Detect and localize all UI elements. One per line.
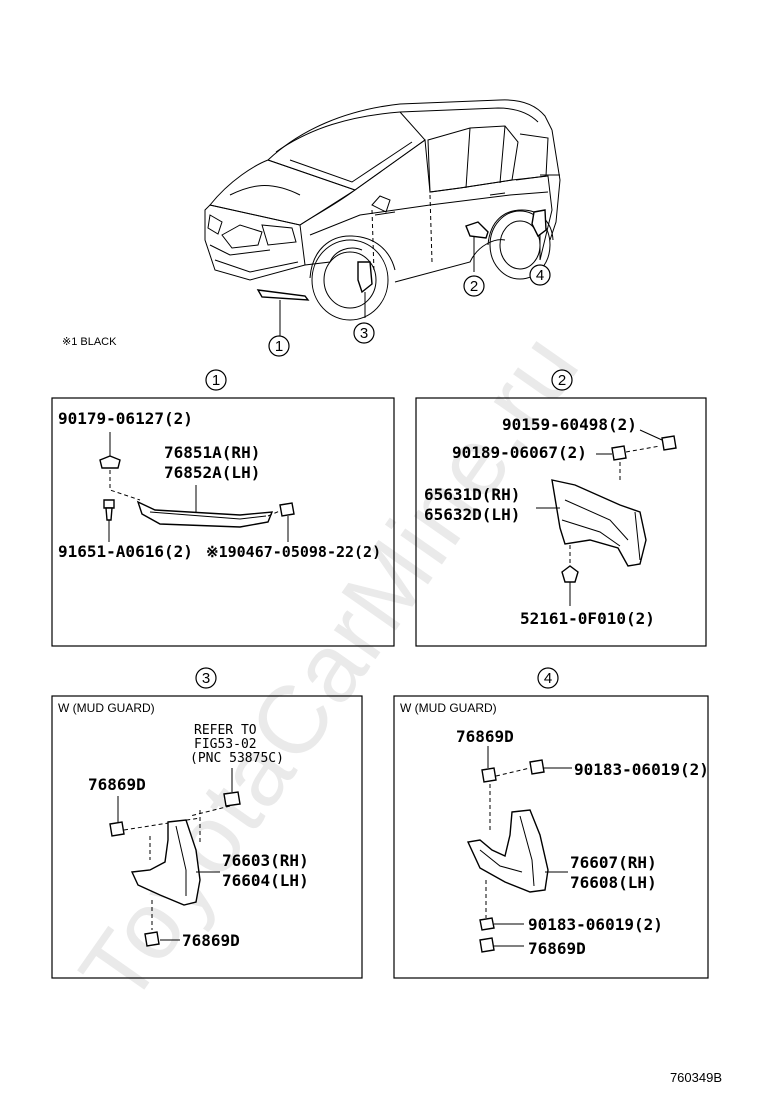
- nut-bottom-icon: [479, 917, 524, 931]
- panel-1: 1 90179-06127(2) 76851A(RH) 76852A(LH) 9…: [51, 369, 395, 647]
- label-nut-bottom: 90183-06019(2): [528, 915, 663, 934]
- panel-4-frame: [393, 695, 709, 979]
- callout-2: 2: [463, 275, 485, 297]
- splash-shield-part: [536, 479, 647, 567]
- mud-guard-part: [466, 809, 568, 893]
- callout-4: 4: [529, 264, 551, 286]
- figure-id: 760349B: [670, 1070, 722, 1085]
- label-part-rh: 76603(RH): [222, 851, 309, 870]
- callout-3-number: 3: [360, 325, 368, 342]
- color-note: ※1 BLACK: [62, 336, 117, 348]
- label-screw-top: 76869D: [456, 727, 514, 746]
- label-part-lh: 76604(LH): [222, 871, 309, 890]
- screw-top-icon: [109, 821, 125, 837]
- callout-4-number: 4: [536, 267, 544, 284]
- clip-icon: [99, 432, 121, 469]
- panel-2-frame: [415, 397, 707, 647]
- callout-3: 3: [353, 322, 375, 344]
- vehicle-overview: 1 3 2 4 ※1 BLACK: [62, 99, 561, 357]
- panel-1-frame: [51, 397, 395, 647]
- clip-nut-icon: [223, 791, 241, 807]
- callout-1-number: 1: [275, 338, 283, 355]
- label-part-rh: 65631D(RH): [424, 485, 520, 504]
- nut-icon: [279, 502, 295, 542]
- screw-bottom-icon: [479, 937, 524, 953]
- mud-guard-part: [130, 819, 220, 906]
- label-nut-top: 90183-06019(2): [574, 760, 709, 779]
- callout-1: 1: [268, 335, 290, 357]
- panel-2-number: 2: [558, 372, 566, 389]
- panel-3-frame: [51, 695, 363, 979]
- label-clip: 52161-0F010(2): [520, 609, 655, 628]
- refer-line-1: REFER TO: [194, 723, 257, 738]
- vehicle-illustration: [204, 99, 561, 321]
- label-part-lh: 65632D(LH): [424, 505, 520, 524]
- screw-top-icon: [481, 767, 497, 783]
- label-nut-b: 90189-06067(2): [452, 443, 587, 462]
- label-screw-top: 76869D: [88, 775, 146, 794]
- callout-2-number: 2: [470, 278, 478, 295]
- label-screw-bottom: 76869D: [182, 931, 240, 950]
- label-screw-bottom: 76869D: [528, 939, 586, 958]
- nut-top-icon: [529, 759, 572, 775]
- panel-4: 4 W (MUD GUARD) 76869D 90183-06019(2) 76…: [393, 667, 709, 979]
- panel-3-header: W (MUD GUARD): [58, 701, 155, 715]
- label-screw: 91651-A0616(2): [58, 542, 193, 561]
- screw-bottom-icon: [144, 931, 180, 947]
- panel-4-header: W (MUD GUARD): [400, 701, 497, 715]
- refer-line-3: (PNC 53875C): [190, 751, 284, 766]
- panel-1-number: 1: [212, 372, 220, 389]
- spoiler-part: [136, 485, 274, 528]
- label-part-lh: 76852A(LH): [164, 463, 260, 482]
- label-part-rh: 76607(RH): [570, 853, 657, 872]
- screw-icon: [103, 499, 115, 542]
- nut-a-icon: [661, 435, 677, 451]
- label-part-rh: 76851A(RH): [164, 443, 260, 462]
- label-nut-a: 90159-60498(2): [502, 415, 637, 434]
- panel-4-number: 4: [544, 670, 552, 687]
- refer-line-2: FIG53-02: [194, 737, 257, 752]
- panel-3: 3 W (MUD GUARD) REFER TO FIG53-02 (PNC 5…: [51, 667, 363, 979]
- label-part-lh: 76608(LH): [570, 873, 657, 892]
- panel-2: 2 90159-60498(2) 90189-06067(2) 65631D(R…: [415, 369, 707, 647]
- label-nut: ※190467-05098-22(2): [206, 543, 381, 561]
- push-clip-icon: [561, 565, 579, 606]
- nut-b-icon: [611, 445, 627, 461]
- label-clip-top: 90179-06127(2): [58, 409, 193, 428]
- panel-3-number: 3: [202, 670, 210, 687]
